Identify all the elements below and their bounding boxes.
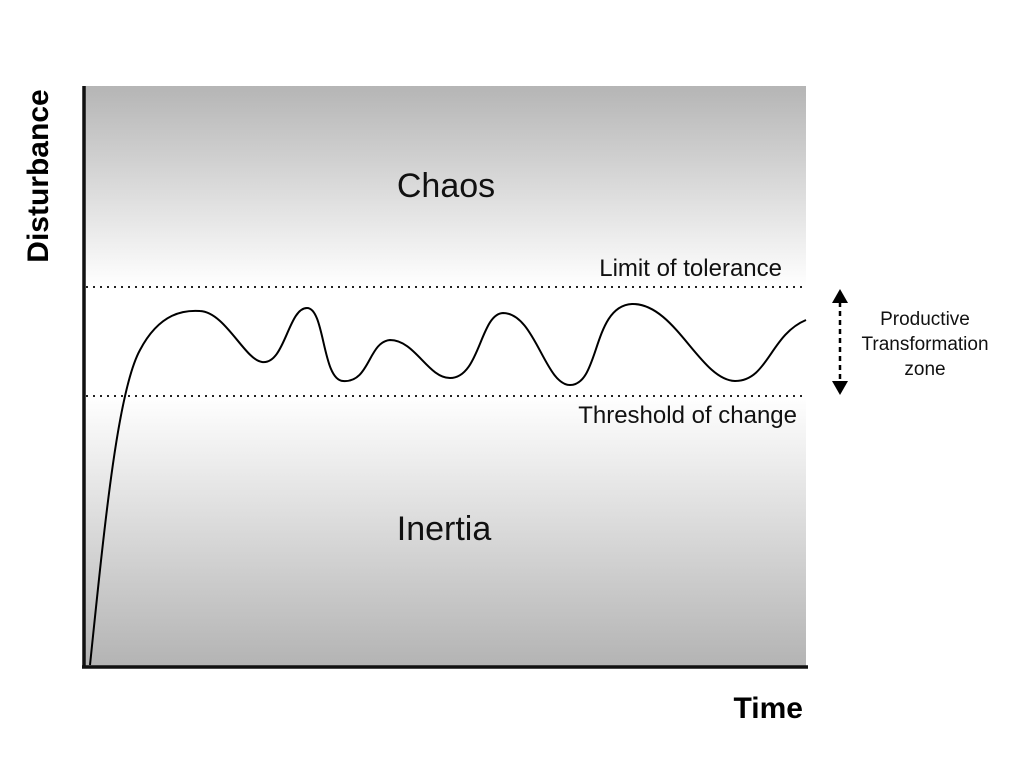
- chaos-label: Chaos: [397, 167, 495, 205]
- limit-of-tolerance-label: Limit of tolerance: [599, 255, 782, 282]
- band-label-line2: Transformation: [861, 334, 988, 355]
- disturbance-curve: [89, 302, 807, 666]
- band-label-line3: zone: [904, 359, 945, 380]
- inertia-region: [83, 396, 806, 668]
- threshold-of-change-label: Threshold of change: [578, 402, 797, 429]
- x-axis-label: Time: [734, 692, 803, 725]
- productive-band-region: [83, 287, 806, 396]
- arrow-down-icon: [832, 381, 848, 395]
- arrow-up-icon: [832, 289, 848, 303]
- chaos-region: [83, 86, 806, 287]
- y-axis-label: Disturbance: [22, 89, 55, 262]
- inertia-label: Inertia: [397, 510, 492, 548]
- band-label-line1: Productive: [880, 309, 970, 330]
